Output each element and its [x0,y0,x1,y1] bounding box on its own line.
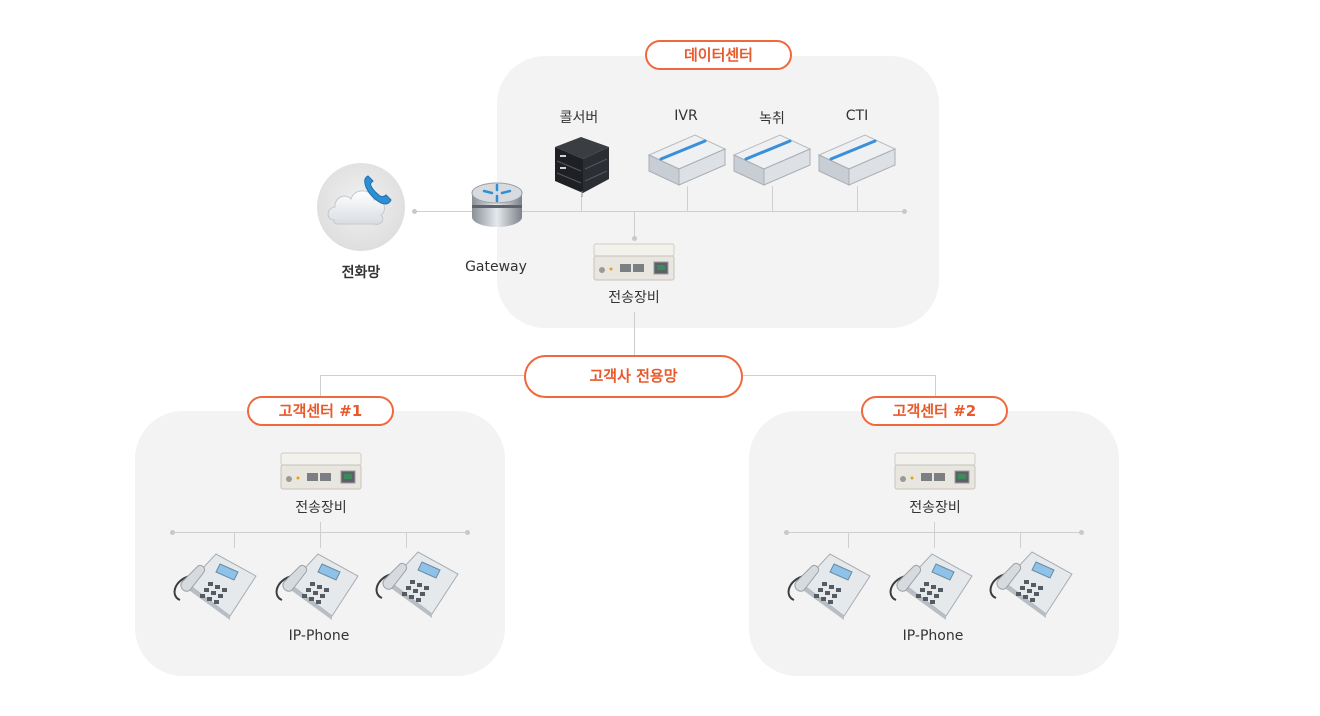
center-1-phone-drop-2 [320,522,321,548]
datacenter-title: 데이터센터 [645,40,792,70]
backbone-label: 고객사 전용망 [524,355,743,398]
datacenter-to-backbone-line [634,312,635,356]
ivr-server-icon [647,134,727,186]
datacenter-panel [497,56,939,328]
center-1-phone-drop-3 [406,532,407,548]
gateway-label: Gateway [465,259,527,275]
backbone-left-drop [320,375,321,401]
center-1-ip-phone-label: IP-Phone [288,628,350,644]
datacenter-bus-line [415,211,905,212]
center-2-ip-phone-icon [989,551,1073,618]
center-1-title: 고객센터 #1 [247,396,394,426]
ivr-label: IVR [674,108,698,124]
backbone-right-branch [743,375,935,376]
transmission-drop-dot [632,236,637,241]
datacenter-transmission-device-icon [593,243,675,281]
bus-end-dot-right [902,209,907,214]
center-2-bus-dot-left [784,530,789,535]
center-1-ip-phone-icon [275,553,359,620]
center-1-bus-dot-right [465,530,470,535]
center-2-ip-phone-icon [889,553,973,620]
center-1-bus-dot-left [170,530,175,535]
phone-network-label: 전화망 [341,265,381,281]
recording-drop-line [772,186,773,211]
cti-drop-line [857,186,858,211]
backbone-left-branch [320,375,525,376]
center-2-phone-drop-2 [934,522,935,548]
center-2-phone-drop-3 [1020,532,1021,548]
callserver-drop-line [581,196,582,211]
center-2-transmission-label: 전송장비 [909,500,961,516]
phone-network-cloud-icon [317,163,405,251]
center-2-phone-drop-1 [848,532,849,548]
center-1-transmission-device-icon [280,452,362,490]
callserver-server-icon [555,137,609,197]
recording-label: 녹취 [759,111,785,127]
backbone-right-drop [935,375,936,401]
cti-server-icon [817,134,897,186]
callserver-label: 콜서버 [559,110,599,126]
center-1-phone-drop-1 [234,532,235,548]
center-2-ip-phone-label: IP-Phone [902,628,964,644]
bus-end-dot-left [412,209,417,214]
ivr-drop-line [687,186,688,211]
datacenter-transmission-label: 전송장비 [608,290,660,306]
center-2-transmission-device-icon [894,452,976,490]
gateway-router-icon [471,182,523,227]
center-1-ip-phone-icon [375,551,459,618]
transmission-drop-line [634,211,635,238]
center-2-title: 고객센터 #2 [861,396,1008,426]
center-1-ip-phone-icon [173,553,257,620]
center-1-transmission-label: 전송장비 [295,500,347,516]
center-2-bus-dot-right [1079,530,1084,535]
center-2-ip-phone-icon [787,553,871,620]
cti-label: CTI [845,108,869,124]
recording-server-icon [732,134,812,186]
